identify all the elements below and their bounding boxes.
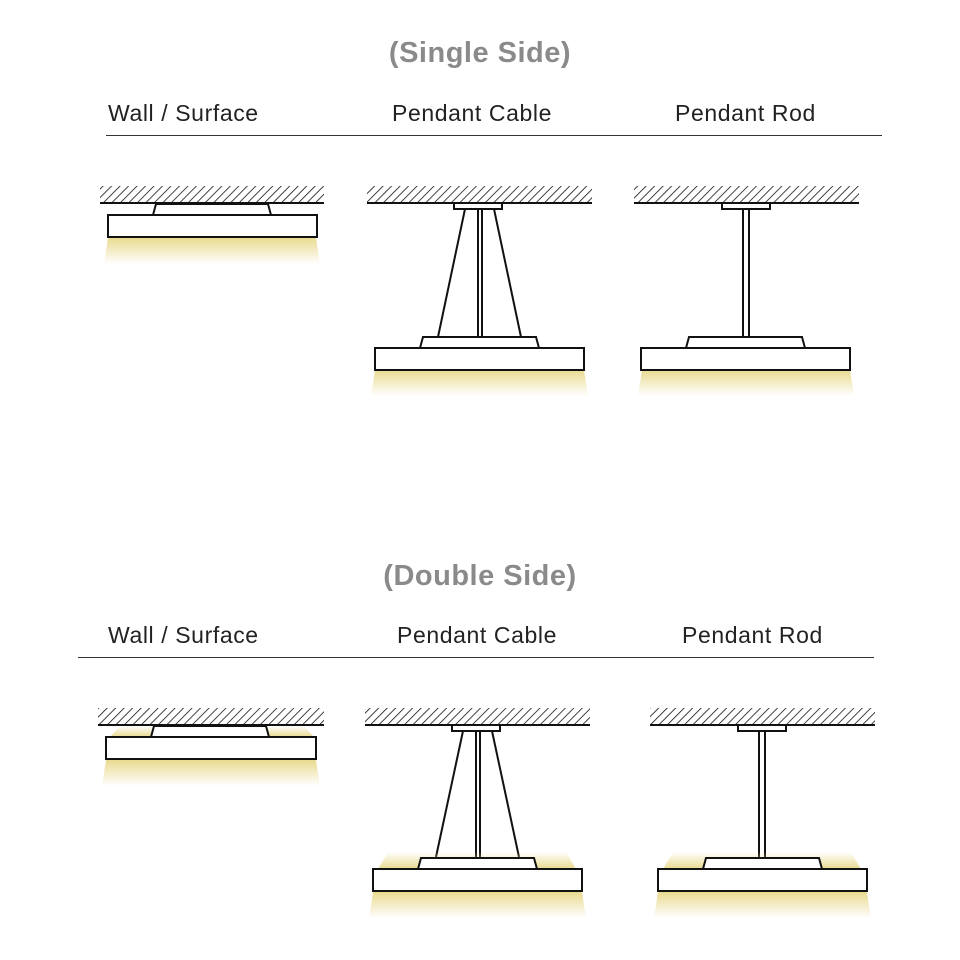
light-body	[372, 868, 583, 892]
ceiling-canopy	[451, 724, 501, 732]
light-body	[640, 347, 851, 371]
section-title-single-side: (Single Side)	[388, 37, 572, 69]
label-pendant-cable-double: Pendant Cable	[397, 622, 557, 648]
mount-bracket	[152, 203, 272, 216]
ceiling-hatch	[634, 186, 859, 203]
mount-bracket	[702, 857, 823, 870]
fixture-wall-surface-single	[100, 186, 324, 264]
ceiling-canopy	[721, 202, 771, 210]
label-pendant-rod-single: Pendant Rod	[675, 100, 816, 126]
cable-left	[435, 730, 464, 858]
mount-bracket	[419, 336, 540, 349]
ceiling-canopy	[453, 202, 503, 210]
ceiling-hatch	[365, 708, 590, 725]
mount-bracket	[150, 725, 270, 738]
light-body	[374, 347, 585, 371]
ceiling-hatch	[650, 708, 875, 725]
fixture-pendant-cable-single	[367, 186, 592, 396]
divider-single-side	[106, 135, 882, 136]
cable-right	[493, 208, 522, 338]
light-body	[107, 214, 318, 238]
ceiling-hatch	[367, 186, 592, 203]
ceiling-canopy	[737, 724, 787, 732]
cable-left	[437, 208, 466, 338]
mount-bracket	[685, 336, 806, 349]
label-pendant-cable-single: Pendant Cable	[392, 100, 552, 126]
label-wall-surface-single: Wall / Surface	[108, 100, 259, 126]
light-glow	[369, 892, 586, 918]
label-pendant-rod-double: Pendant Rod	[682, 622, 823, 648]
light-glow	[638, 370, 854, 396]
divider-double-side	[78, 657, 874, 658]
ceiling-hatch	[98, 708, 324, 725]
light-glow	[371, 370, 588, 396]
label-wall-surface-double: Wall / Surface	[108, 622, 259, 648]
ceiling-hatch	[100, 186, 324, 203]
fixture-wall-surface-double	[98, 708, 324, 786]
fixture-pendant-cable-double	[365, 708, 590, 918]
light-glow	[654, 892, 871, 918]
light-body	[657, 868, 868, 892]
cable-right	[491, 730, 520, 858]
mount-bracket	[417, 857, 538, 870]
light-glow	[102, 760, 320, 786]
fixture-pendant-rod-double	[650, 708, 875, 918]
section-title-double-side: (Double Side)	[383, 560, 577, 592]
light-body	[105, 736, 317, 760]
light-glow	[104, 238, 320, 264]
fixture-pendant-rod-single	[634, 186, 859, 396]
